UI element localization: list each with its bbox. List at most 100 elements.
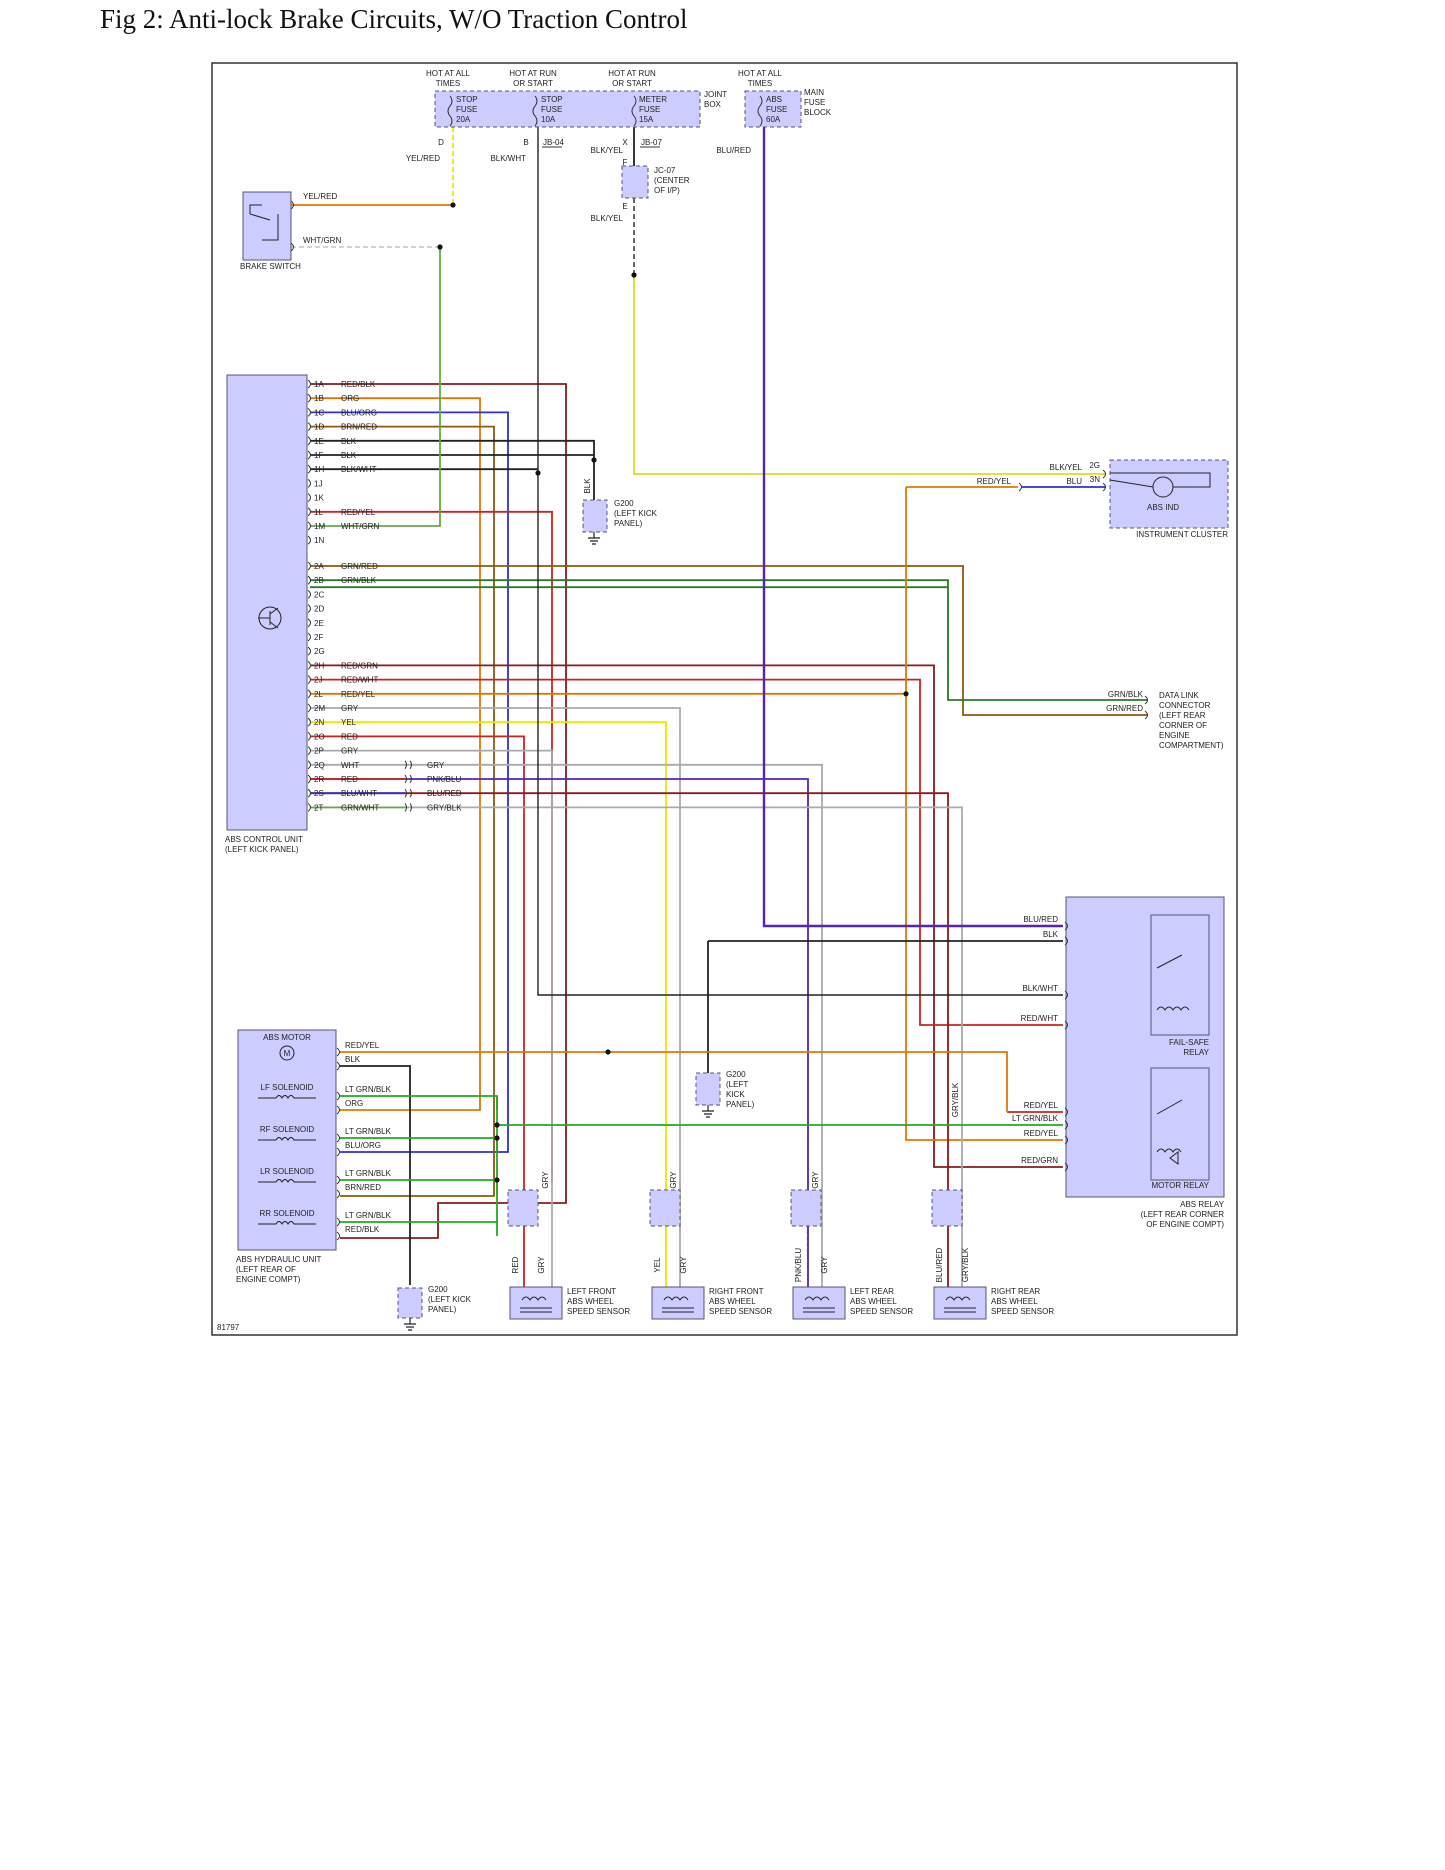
relay-wire-label: BLK: [1043, 930, 1059, 939]
wire-label: LT GRN/BLK: [345, 1127, 392, 1136]
pin-label: 1K: [314, 494, 324, 503]
pin-label: 2C: [314, 590, 324, 599]
pin-label: D: [438, 138, 444, 147]
wire-red-yel-motor-feed: [340, 1051, 1008, 1112]
power-label-line: HOT AT RUN: [608, 69, 656, 78]
pin-label: X: [622, 138, 628, 147]
wire-label: RED/WHT: [341, 676, 378, 685]
fail-safe-relay: [1150, 914, 1210, 1036]
wire-blk-yel-cluster: [633, 275, 1106, 475]
connector-pin: [307, 788, 311, 798]
connector-pin: [336, 1175, 340, 1185]
fuse-label-line: 10A: [541, 115, 556, 124]
jc07-label-line: JC-07: [654, 166, 676, 175]
abs-hydraulic-unit: [237, 1029, 337, 1251]
abs-motor-label: ABS MOTOR: [263, 1033, 311, 1042]
connector-pin: [1144, 695, 1148, 705]
pin-label: 2O: [314, 732, 325, 741]
pin-label: 1E: [314, 437, 324, 446]
sensor-connector: [931, 1189, 963, 1227]
wire-label: GRY: [669, 1171, 678, 1189]
fuse-label-line: METER: [639, 95, 667, 104]
connector-pin: [336, 1091, 340, 1101]
wire-label: BLU/RED: [716, 146, 751, 155]
fuse-label-line: FUSE: [766, 105, 787, 114]
control-unit-label-line: (LEFT KICK PANEL): [225, 845, 299, 854]
relay-wire-label: RED/YEL: [1024, 1101, 1059, 1110]
relay-wire-label: RED/YEL: [1024, 1129, 1059, 1138]
connector-pin: [290, 200, 294, 210]
pin-label: 2Q: [314, 761, 325, 770]
pin-label: 2H: [314, 661, 324, 670]
connector-pin: [307, 464, 311, 474]
connector-pin: [1064, 1107, 1068, 1117]
wire-label: BRN/RED: [345, 1183, 381, 1192]
sensor-label-line: SPEED SENSOR: [991, 1307, 1054, 1316]
pin-label: 2P: [314, 747, 324, 756]
wire-label: RED: [341, 732, 358, 741]
wire-2t-grn-gry-blk: [310, 806, 963, 1195]
pin-label: 2N: [314, 718, 324, 727]
fuse-icon: [757, 95, 763, 127]
ground-icon: [702, 1105, 714, 1118]
connector-pin: [307, 661, 311, 670]
ground-label-line: PANEL): [428, 1305, 457, 1314]
power-label-line: HOT AT ALL: [426, 69, 471, 78]
motor-symbol: M: [284, 1049, 291, 1058]
solenoid-icon: [258, 1221, 316, 1225]
connector-pin: [1064, 936, 1068, 946]
dlc-label-line: (LEFT REAR: [1159, 711, 1206, 720]
pin-label: 2G: [314, 647, 325, 656]
connector-pin: [307, 675, 311, 684]
wire-label: BLK: [341, 451, 357, 460]
sensor-label-line: LEFT REAR: [850, 1287, 894, 1296]
pin-label: 2M: [314, 704, 325, 713]
wire-2p-gry: [310, 749, 553, 1195]
connector-pin: [1064, 921, 1068, 931]
wire-label: GRY: [341, 704, 359, 713]
wire-label: GRN/RED: [1106, 704, 1143, 713]
abs-control-unit: [226, 374, 308, 831]
ground-label-line: (LEFT KICK: [614, 509, 658, 518]
splice-dot: [605, 1049, 611, 1055]
ground-label-line: (LEFT: [726, 1080, 748, 1089]
wire-label: GRY: [341, 747, 359, 756]
connector-pin: [307, 746, 311, 755]
wire-1l-red-yel: [310, 510, 553, 1182]
connector-pin: [307, 436, 311, 446]
fuse-icon: [631, 95, 637, 127]
connector-pin: [307, 535, 311, 545]
wheel-speed-sensor: [509, 1286, 563, 1320]
solenoid-icon: [258, 1179, 316, 1183]
sensor-label-line: ABS WHEEL: [567, 1297, 614, 1306]
wheel-speed-sensor: [792, 1286, 846, 1320]
connector-pin: [307, 450, 311, 460]
pin-label: 2E: [314, 619, 324, 628]
ground-icon: [588, 532, 600, 545]
connector-pin: [307, 408, 311, 417]
connector-pin: [307, 803, 311, 812]
wire-label: BLU/ORG: [341, 408, 377, 417]
fuse-label-line: 20A: [456, 115, 471, 124]
dlc-label-line: CORNER OF: [1159, 721, 1207, 730]
ground-label-line: G200: [428, 1285, 448, 1294]
sensor-coil-icon: [662, 1296, 694, 1313]
connector-pin: [336, 1217, 340, 1227]
pin-label: 1L: [314, 508, 323, 517]
pin-label: 2R: [314, 775, 324, 784]
fuse-icon: [447, 95, 453, 127]
inline-connector: [404, 788, 412, 798]
sensor-connector: [790, 1189, 822, 1227]
connector-pin: [307, 422, 311, 431]
solenoid-icon: [258, 1137, 316, 1141]
pin-label: 2J: [314, 676, 322, 685]
abs-relay-label-line: OF ENGINE COMPT): [1146, 1220, 1224, 1229]
connector-pin: [1064, 990, 1068, 1000]
connector-pin: [336, 1133, 340, 1143]
wire-1d-brn-red: [310, 425, 495, 1197]
wire-label: BLU: [1066, 477, 1082, 486]
wire-label: GRN/BLK: [1108, 690, 1144, 699]
wire-label: BLK/WHT: [341, 465, 377, 474]
wire-label: PNK/BLU: [794, 1248, 803, 1282]
power-label-line: TIMES: [436, 79, 460, 88]
